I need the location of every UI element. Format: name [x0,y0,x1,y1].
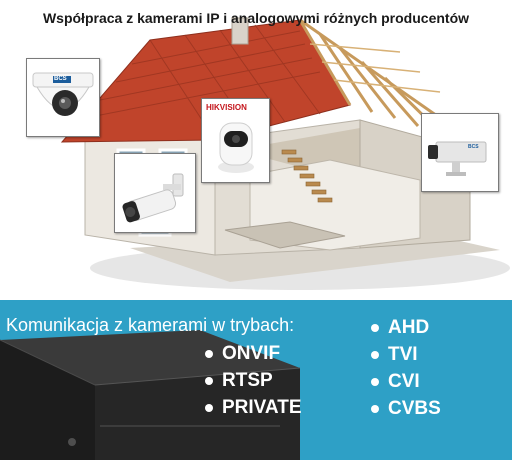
bullet-camera-icon [122,173,184,223]
list-item: AHD [371,314,441,341]
list-item: CVBS [371,395,441,422]
bullet-icon [205,349,213,358]
list-item: RTSP [205,367,302,394]
mode-label: TVI [388,343,418,365]
mode-label: RTSP [222,369,273,391]
dome-camera-brand: BCS [54,76,67,82]
network-modes-list: ONVIF RTSP PRIVATE [205,340,302,421]
ptz-camera-thumbnail: HIKVISION [201,98,270,183]
page-title: Współpraca z kamerami IP i analogowymi r… [42,10,470,26]
bullet-icon [371,377,379,386]
house-scene: BCS HIKVISION BCS [26,17,510,290]
protocols-panel: Komunikacja z kamerami w trybach: ONVIF … [0,300,512,460]
list-item: ONVIF [205,340,302,367]
analog-modes-list: AHD TVI CVI CVBS [371,314,441,422]
dvr-recorder-icon [0,330,300,460]
bullet-icon [205,376,213,385]
modes-label: Komunikacja z kamerami w trybach: [6,315,295,335]
box-camera-brand: BCS [468,144,479,150]
ptz-camera-brand: HIKVISION [206,103,247,112]
ptz-camera-icon [218,122,254,173]
dome-camera-thumbnail: BCS [26,58,100,137]
box-camera-thumbnail: BCS [421,113,499,192]
list-item: CVI [371,368,441,395]
mode-label: CVBS [388,397,441,419]
bullet-camera-thumbnail [114,153,196,233]
bullet-icon [371,404,379,413]
dome-camera-icon [32,72,94,116]
box-camera-icon [428,141,487,176]
bullet-icon [205,403,213,412]
mode-label: ONVIF [222,342,281,364]
bullet-icon [371,350,379,359]
list-item: TVI [371,341,441,368]
mode-label: AHD [388,316,430,338]
bullet-icon [371,323,379,332]
list-item: PRIVATE [205,394,302,421]
mode-label: CVI [388,370,420,392]
mode-label: PRIVATE [222,396,302,418]
